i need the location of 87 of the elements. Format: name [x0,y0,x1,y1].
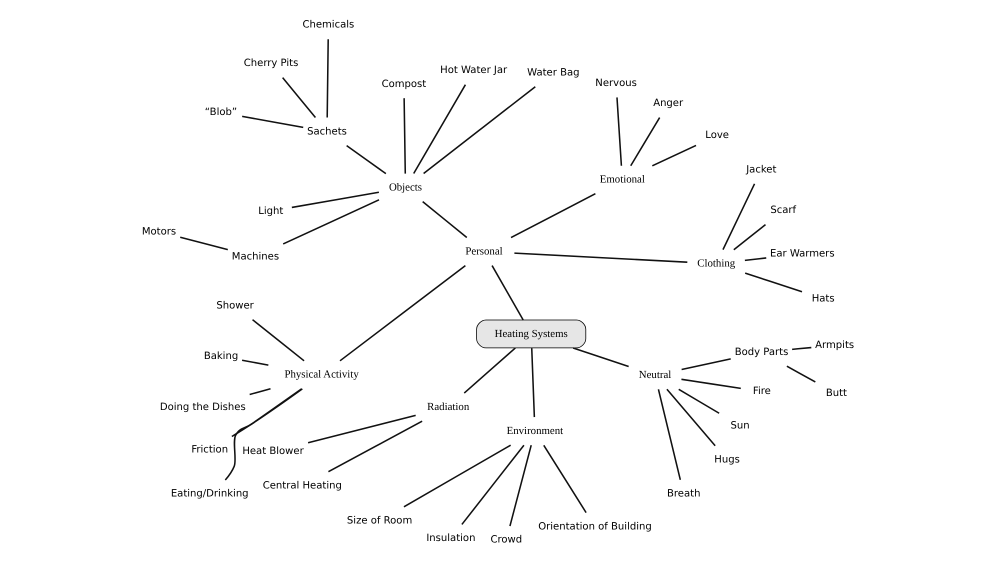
connector [572,347,629,368]
connector [308,414,416,444]
node-text: Chemicals [302,20,354,31]
connector [530,348,536,418]
connector [404,444,512,508]
connector [666,388,716,446]
node-text: Physical Activity [284,368,359,381]
node-text: Orientation of Building [538,521,652,532]
connector [340,265,466,362]
node-text: Machines [232,251,280,262]
node-text: Eating/Drinking [170,488,249,500]
node-text: Light [258,206,284,217]
connector [509,444,532,526]
node-text: Cherry Pits [244,58,298,70]
node-text: Radiation [427,401,470,414]
connector [328,420,422,472]
node-text: Water Bag [527,67,580,78]
connector [792,346,812,350]
connector [786,366,816,383]
connector [630,117,660,166]
node-text: Ear Warmers [770,248,835,260]
connector [242,116,304,128]
node-text: Compost [382,78,426,90]
connector [292,192,380,208]
node-text: Heat Blower [242,446,304,458]
connector [249,388,271,396]
connector [514,252,688,263]
node-text: Nervous [595,78,637,90]
connector [413,84,466,174]
connector [722,184,756,250]
connector [744,257,766,262]
node-text: Jacket [746,164,776,176]
node-text: Central Heating [262,480,342,492]
connector [543,444,587,514]
node-text: Hot Water Jar [440,65,508,76]
node-text: Personal [465,245,503,258]
connector [224,388,302,480]
connector [242,360,268,366]
node-text: Objects [388,181,422,194]
connector [461,444,525,525]
connector [678,388,720,414]
node-text: Love [705,130,729,142]
connector [326,39,329,118]
connector [652,144,696,166]
connector [180,236,228,250]
node-text: Shower [216,300,254,312]
node-text: Baking [204,351,238,362]
node-text: Fire [752,386,771,398]
node-text: Size of Room [346,515,412,526]
node-text: Hugs [714,454,740,466]
node-text: Anger [653,98,684,110]
connector [616,97,622,166]
node-text: Friction [191,444,228,456]
connector [464,347,516,394]
connector [423,86,536,174]
connector [744,272,802,292]
node-text: Clothing [697,258,736,270]
connector [403,98,406,174]
node-text: Body Parts [734,346,788,358]
node-text: Motors [142,226,176,238]
connector [231,388,303,438]
connector [733,224,766,250]
connector [491,265,524,320]
node-text: Crowd [490,534,522,546]
connector [252,319,305,362]
connector [282,77,316,118]
node-text: Insulation [426,533,476,544]
connector [510,193,596,238]
node-text: Sun [730,420,750,432]
node-text: Neutral [638,369,672,382]
node-text: Hats [812,293,835,304]
connector [346,145,386,174]
node-text: Armpits [815,340,854,351]
node-text: Sachets [307,126,347,138]
node-text: “Blob” [204,107,238,118]
connector [422,201,468,238]
node-text: Emotional [600,174,645,186]
node-text: Butt [826,388,847,400]
node-text: Doing the Dishes [160,402,246,413]
node-text: Scarf [770,205,796,216]
node-text: Environment [506,425,564,438]
connector [681,378,741,390]
node-box: Heating Systems [476,320,586,348]
connector [282,199,380,245]
connector [681,358,731,370]
connector [658,389,682,480]
node-text: Breath [667,488,700,500]
